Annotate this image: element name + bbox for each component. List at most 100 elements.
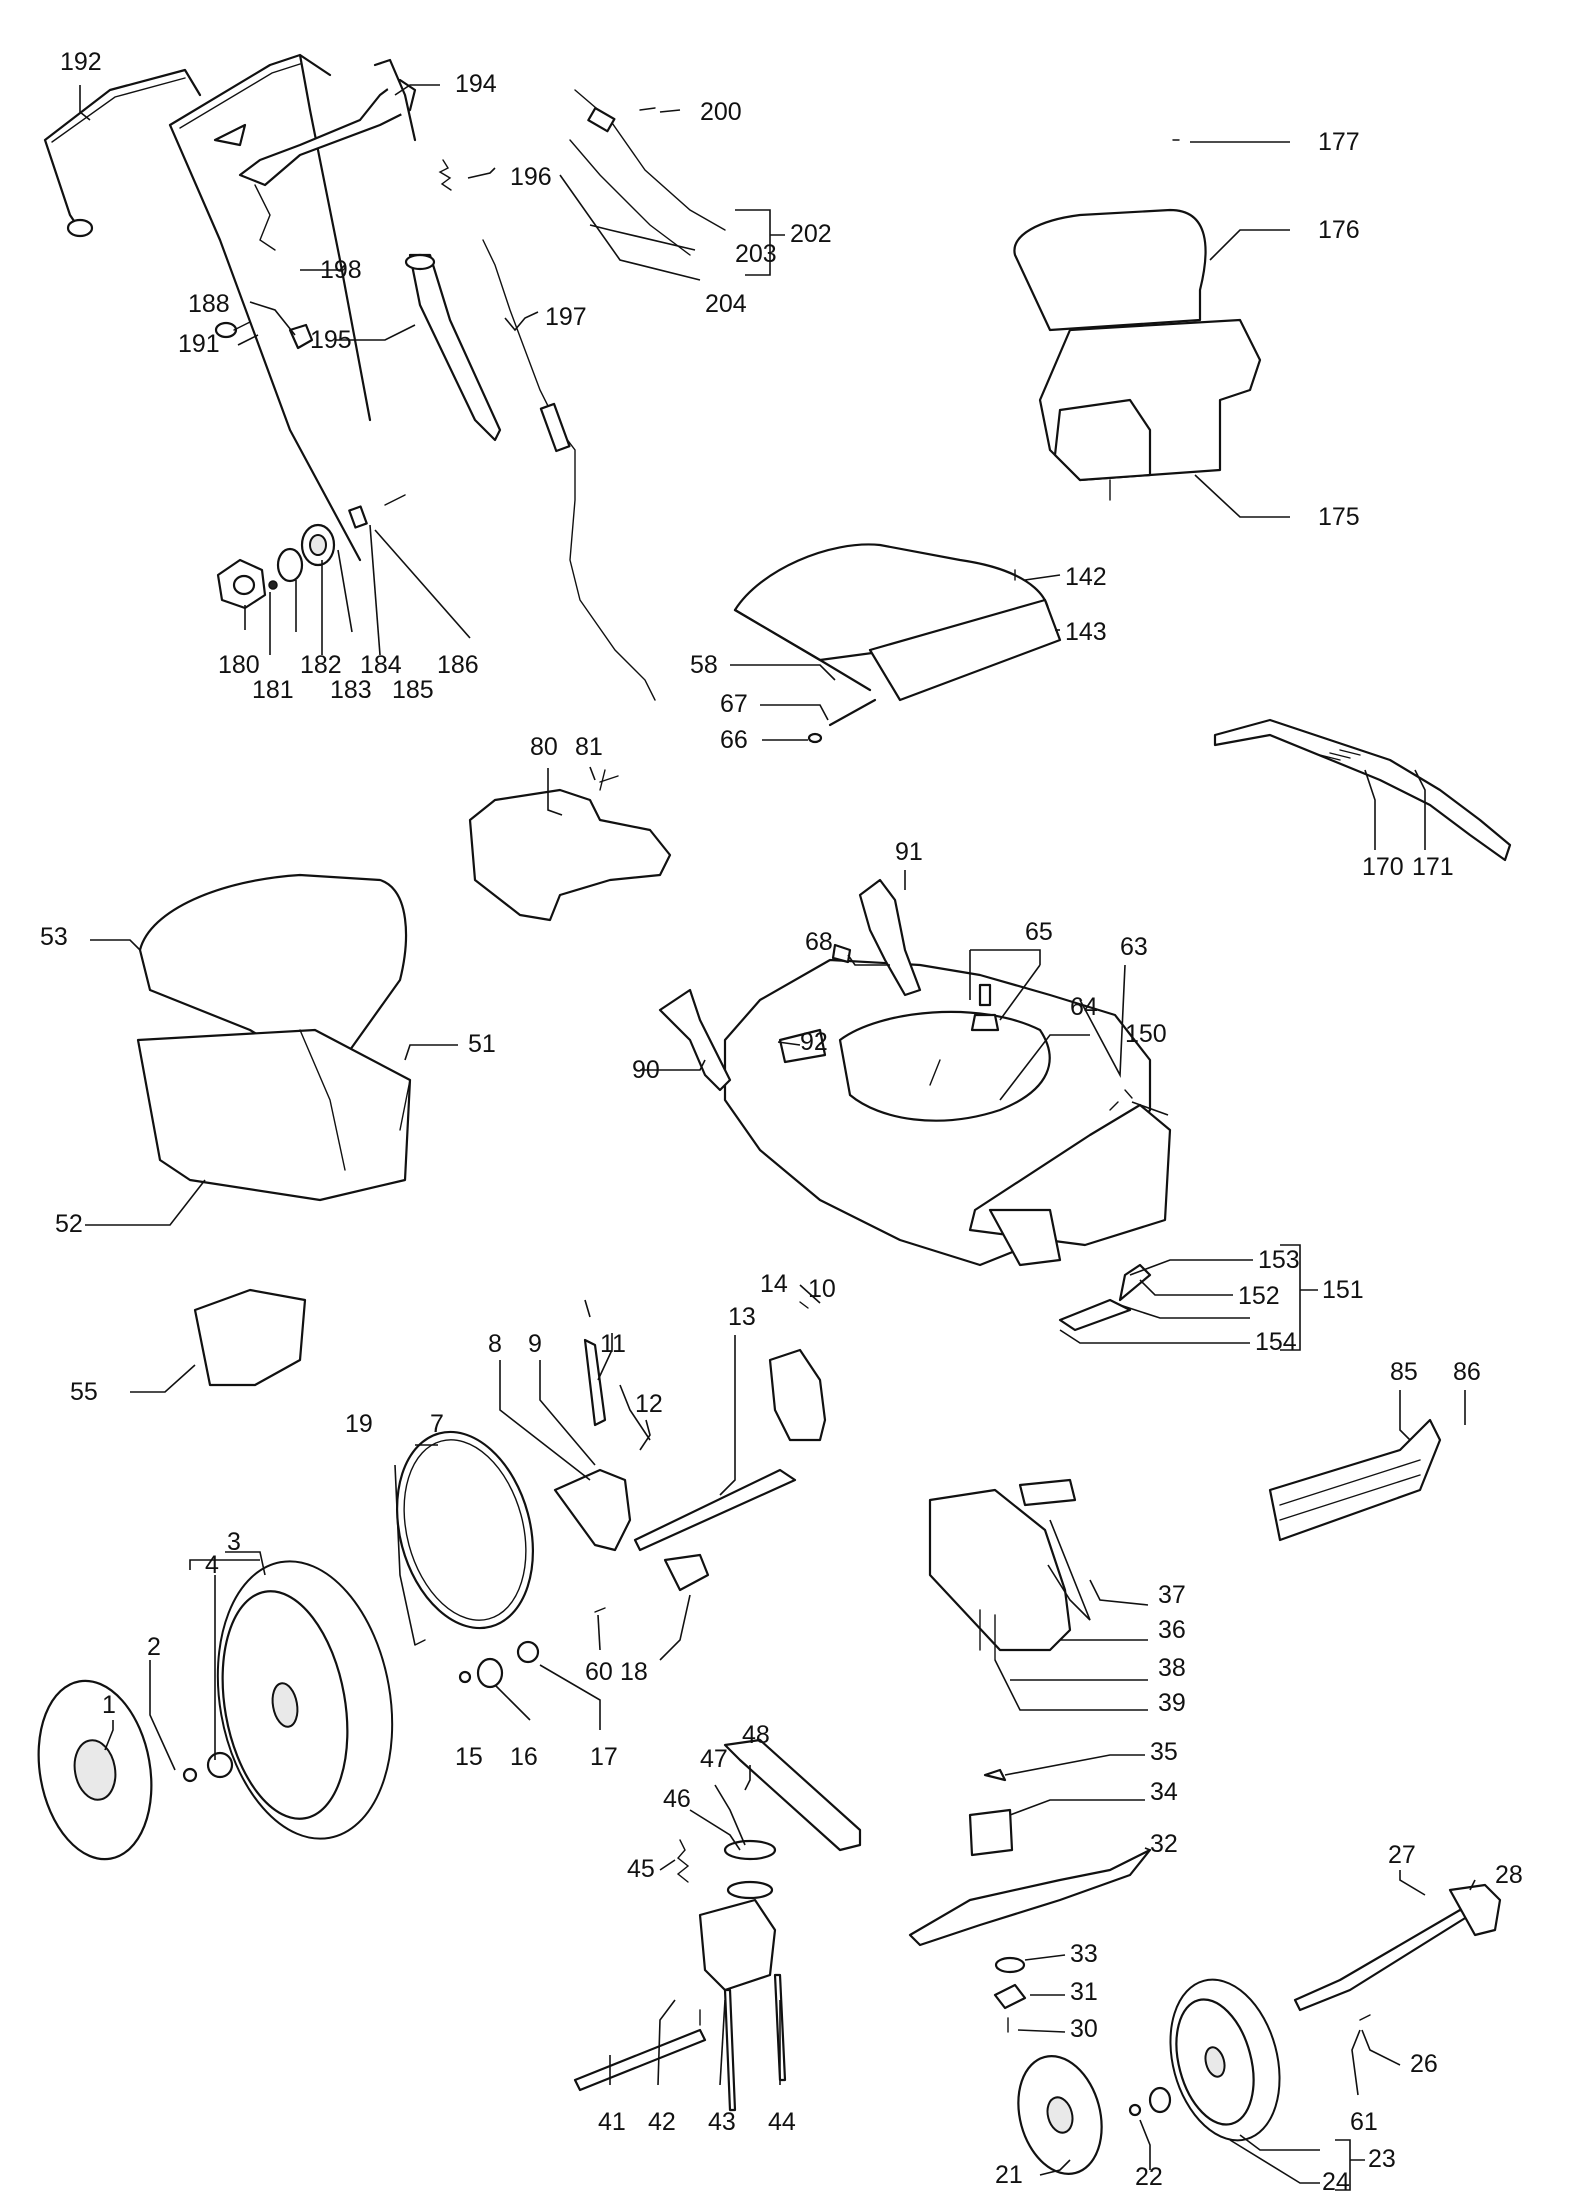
part-label-66: 66 [720, 726, 748, 754]
part-label-7: 7 [430, 1410, 444, 1438]
part-label-154: 154 [1255, 1328, 1297, 1356]
part-label-196: 196 [510, 163, 552, 191]
part-label-86: 86 [1453, 1358, 1481, 1386]
part-label-191: 191 [178, 330, 220, 358]
blade-adapter-shape [968, 1808, 1014, 1857]
part-label-44: 44 [768, 2108, 796, 2136]
part-label-197: 197 [545, 303, 587, 331]
blade-shape [908, 1848, 1152, 1947]
catcher-top-shape [138, 873, 408, 1062]
part-label-21: 21 [995, 2161, 1023, 2189]
part-label-55: 55 [70, 1378, 98, 1406]
part-label-12: 12 [635, 1390, 663, 1418]
part-label-176: 176 [1318, 216, 1360, 244]
part-label-182: 182 [300, 651, 342, 679]
front-height-lever-shape [858, 878, 922, 997]
part-label-42: 42 [648, 2108, 676, 2136]
rear-axle-shape [1293, 1908, 1472, 2012]
bail-lever-shape [238, 78, 417, 187]
part-label-22: 22 [1135, 2163, 1163, 2191]
part-label-16: 16 [510, 1743, 538, 1771]
part-label-48: 48 [742, 1721, 770, 1749]
part-label-53: 53 [40, 923, 68, 951]
part-label-171: 171 [1412, 853, 1454, 881]
part-label-46: 46 [663, 1785, 691, 1813]
part-label-2: 2 [147, 1633, 161, 1661]
part-label-90: 90 [632, 1056, 660, 1084]
part-label-203: 203 [735, 240, 777, 268]
part-label-81: 81 [575, 733, 603, 761]
part-label-180: 180 [218, 651, 260, 679]
wheel-disc-shape [395, 1430, 535, 1630]
part-label-152: 152 [1238, 1282, 1280, 1310]
rear-flap-shape [1268, 1418, 1442, 1542]
part-label-51: 51 [468, 1030, 496, 1058]
part-label-27: 27 [1388, 1841, 1416, 1869]
part-label-65: 65 [1025, 918, 1053, 946]
part-label-41: 41 [598, 2108, 626, 2136]
part-label-153: 153 [1258, 1246, 1300, 1274]
part-label-24: 24 [1322, 2168, 1350, 2196]
part-label-188: 188 [188, 290, 230, 318]
part-label-186: 186 [437, 651, 479, 679]
bail-handle-shape [43, 68, 202, 232]
part-label-3: 3 [227, 1528, 241, 1556]
front-axle-shape [633, 1468, 797, 1552]
part-label-15: 15 [455, 1743, 483, 1771]
part-label-39: 39 [1158, 1689, 1186, 1717]
drive-cable-shape [482, 239, 656, 701]
part-label-10: 10 [808, 1275, 836, 1303]
drive-belt-shape [723, 1738, 862, 1852]
part-label-170: 170 [1362, 853, 1404, 881]
part-label-184: 184 [360, 651, 402, 679]
part-label-19: 19 [345, 1410, 373, 1438]
part-label-61: 61 [1350, 2108, 1378, 2136]
part-label-91: 91 [895, 838, 923, 866]
part-label-64: 64 [1070, 993, 1098, 1021]
part-label-30: 30 [1070, 2015, 1098, 2043]
lower-rod-shape [408, 253, 502, 442]
part-label-17: 17 [590, 1743, 618, 1771]
rear-bar-shape [1213, 718, 1512, 862]
rear-height-lever-shape [658, 988, 732, 1092]
part-label-11: 11 [600, 1330, 626, 1358]
part-label-14: 14 [760, 1270, 788, 1298]
part-label-52: 52 [55, 1210, 83, 1238]
part-label-47: 47 [700, 1745, 728, 1773]
part-label-142: 142 [1065, 563, 1107, 591]
catcher-bag-shape [136, 1028, 412, 1202]
drive-bracket-shape [553, 1468, 632, 1552]
part-label-23: 23 [1368, 2145, 1396, 2173]
part-label-33: 33 [1070, 1940, 1098, 1968]
part-label-9: 9 [528, 1330, 542, 1358]
part-label-67: 67 [720, 690, 748, 718]
part-label-198: 198 [320, 256, 362, 284]
part-label-8: 8 [488, 1330, 502, 1358]
part-label-63: 63 [1120, 933, 1148, 961]
part-label-68: 68 [805, 928, 833, 956]
gearbox-shape [698, 1898, 777, 1992]
part-label-1: 1 [102, 1691, 116, 1719]
motor-bracket-shape [928, 1488, 1072, 1652]
part-label-195: 195 [310, 326, 352, 354]
part-label-37: 37 [1158, 1581, 1186, 1609]
part-label-177: 177 [1318, 128, 1360, 156]
part-label-26: 26 [1410, 2050, 1438, 2078]
part-label-85: 85 [1390, 1358, 1418, 1386]
part-label-151: 151 [1322, 1276, 1364, 1304]
part-label-185: 185 [392, 676, 434, 704]
part-drawings [37, 53, 1512, 2175]
part-label-31: 31 [1070, 1978, 1098, 2006]
part-label-60: 60 [585, 1658, 613, 1686]
part-label-200: 200 [700, 98, 742, 126]
part-label-143: 143 [1065, 618, 1107, 646]
part-label-4: 4 [205, 1551, 219, 1579]
part-label-38: 38 [1158, 1654, 1186, 1682]
part-label-175: 175 [1318, 503, 1360, 531]
part-label-36: 36 [1158, 1616, 1186, 1644]
part-label-18: 18 [620, 1658, 648, 1686]
part-label-58: 58 [690, 651, 718, 679]
engine-cover-shape [1013, 208, 1207, 332]
mulch-plug-shape [193, 1288, 307, 1387]
